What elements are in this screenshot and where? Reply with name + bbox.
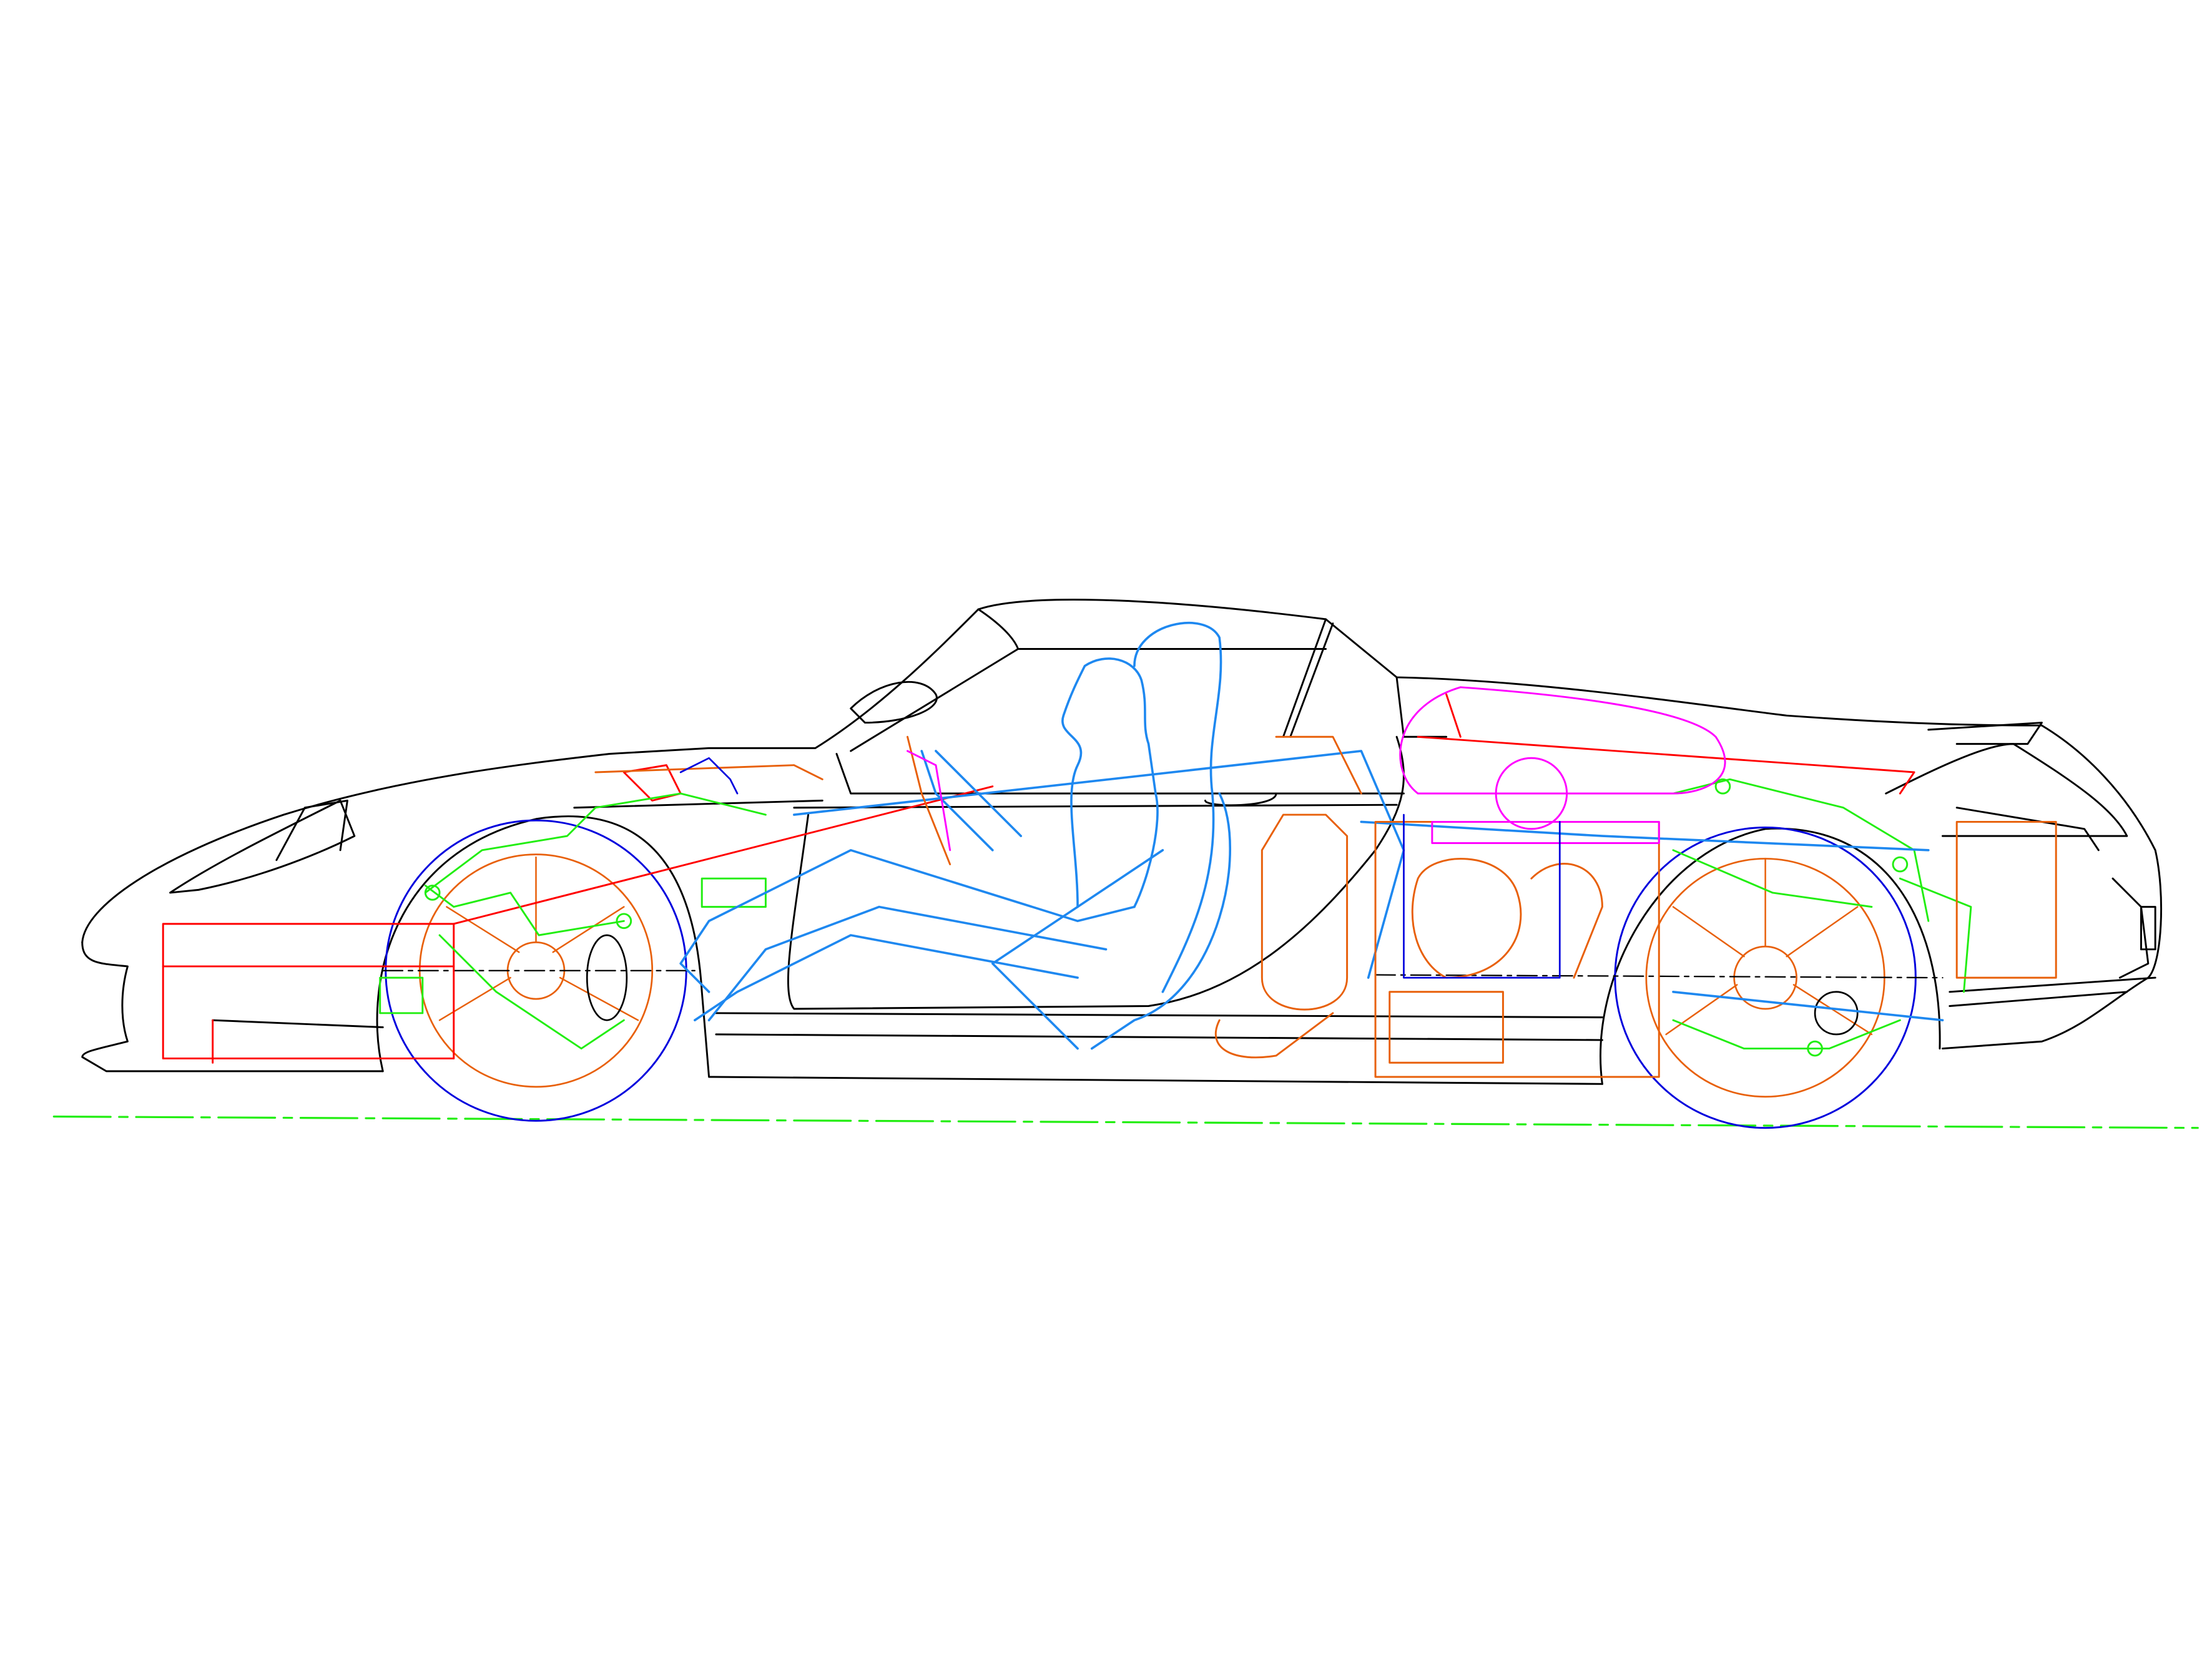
intake [907,686,1726,852]
suspension [379,778,1972,1057]
engine-frame [679,757,1561,979]
front-frame [162,693,1915,1064]
car-body [81,599,2163,1085]
front-wheel [382,819,696,1122]
powertrain [594,735,2057,1078]
occupants [679,622,1944,1050]
ground-line [52,1115,2199,1129]
